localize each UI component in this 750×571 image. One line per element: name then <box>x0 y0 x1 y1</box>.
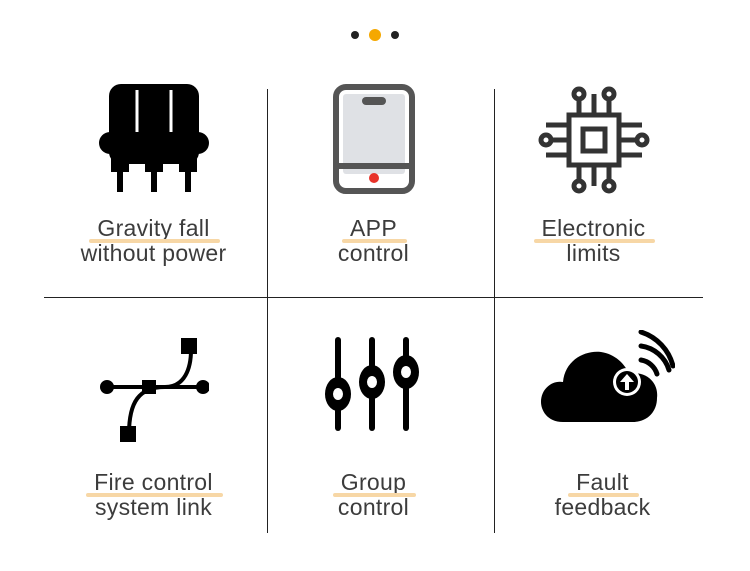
feature-fault-feedback: Fault feedback <box>494 329 721 537</box>
feature-electronic-limits: Electronic limits <box>480 80 707 287</box>
feature-label: Electronic limits <box>480 216 707 266</box>
grid-divider-horizontal <box>44 297 703 298</box>
feature-group-control: Group control <box>260 330 487 537</box>
feature-label: Fault feedback <box>489 470 716 520</box>
pagination-dot-active[interactable] <box>369 28 381 41</box>
feature-label: APP control <box>260 216 487 266</box>
feature-label: Group control <box>260 470 487 520</box>
sliders-icon <box>324 336 424 437</box>
feature-gravity-fall: Gravity fall without power <box>40 80 267 287</box>
feature-label-line2: without power <box>80 240 227 266</box>
chip-icon <box>534 80 654 205</box>
smartphone-icon <box>332 84 415 199</box>
feature-label-line1: Gravity fall <box>89 215 220 243</box>
grid-divider-vertical <box>267 89 268 533</box>
motor-plug-icon <box>98 84 209 199</box>
feature-label-line2: control <box>337 240 410 266</box>
feature-label-line1: APP <box>342 215 407 243</box>
feature-fire-control: Fire control system link <box>40 330 267 537</box>
feature-app-control: APP control <box>260 80 487 287</box>
pagination-dot[interactable] <box>351 30 359 39</box>
feature-label-line2: feedback <box>554 494 651 520</box>
pagination-dots <box>0 26 750 44</box>
feature-label-line1: Fire control <box>86 469 223 497</box>
feature-label-line2: system link <box>94 494 213 520</box>
feature-label: Fire control system link <box>40 470 267 520</box>
feature-label-line2: control <box>337 494 410 520</box>
feature-label-line1: Group <box>332 469 417 497</box>
cloud-upload-wifi-icon <box>540 329 675 431</box>
grid-divider-vertical <box>494 89 495 533</box>
bezier-path-icon <box>99 332 210 449</box>
feature-label-line2: limits <box>566 240 621 266</box>
feature-label-line1: Electronic <box>533 215 656 243</box>
pagination-dot[interactable] <box>391 30 399 39</box>
feature-label: Gravity fall without power <box>40 216 267 266</box>
feature-label-line1: Fault <box>568 469 639 497</box>
